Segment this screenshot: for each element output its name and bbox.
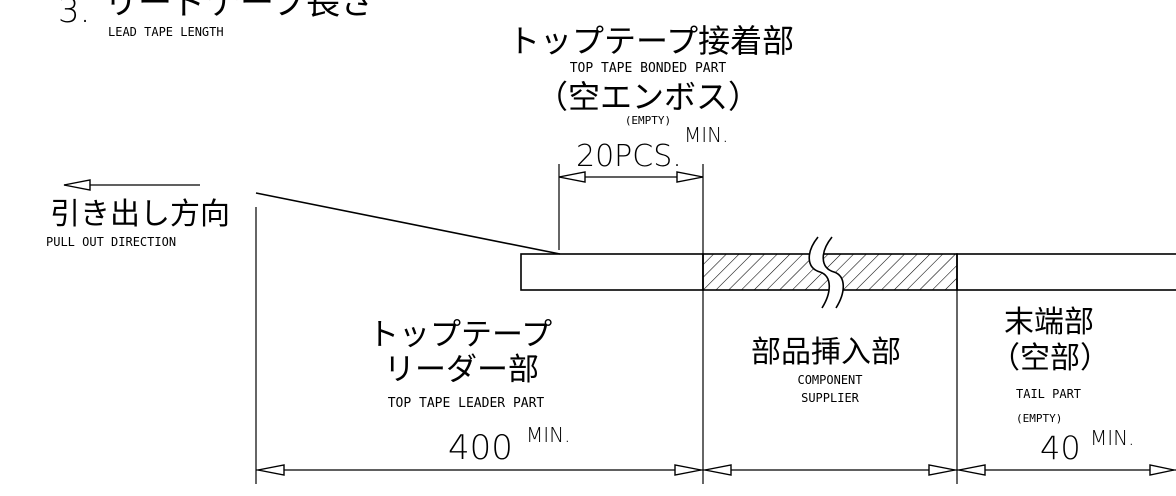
leader-dim-arrow-right: [674, 464, 702, 476]
leader-tape-line: [255, 192, 561, 255]
tail-value: 40: [1040, 429, 1081, 467]
leader-value: 400: [448, 428, 513, 468]
section-number: 3.: [58, 0, 90, 31]
tail-label-line1: 末端部: [1004, 305, 1094, 340]
pull-direction-label-en: PULL OUT DIRECTION: [46, 235, 176, 249]
component-label-en-line1: COMPONENT: [797, 373, 862, 387]
leader-dim-arrow-left: [257, 464, 285, 476]
bonded-title-en: TOP TAPE BONDED PART: [570, 61, 727, 76]
tail-dim-arrow-left: [958, 464, 986, 476]
tail-sub-en: (EMPTY): [1016, 412, 1062, 425]
tail-label-en: TAIL PART: [1016, 387, 1081, 401]
tape-tail-section: [956, 253, 1176, 291]
component-dim-arrow-right: [928, 464, 956, 476]
bonded-count: 20PCS.: [576, 139, 682, 174]
bonded-title: トップテープ接着部: [508, 22, 794, 60]
bonded-subtitle-en: (EMPTY): [625, 114, 671, 127]
leader-label-line1: トップテープ: [368, 317, 552, 353]
section-title-en: LEAD TAPE LENGTH: [108, 25, 224, 39]
component-label: 部品挿入部: [751, 335, 901, 370]
component-dim-arrow-left: [704, 464, 732, 476]
tape-break-gap: [809, 237, 844, 308]
leader-label-en: TOP TAPE LEADER PART: [388, 396, 545, 411]
component-label-en-line2: SUPPLIER: [801, 391, 860, 405]
bonded-arrow-right: [676, 171, 704, 183]
pull-direction-arrow: [63, 179, 91, 191]
bonded-subtitle: （空エンボス）: [536, 78, 760, 116]
leader-min: MIN.: [526, 423, 570, 447]
tail-dim-arrow-right: [1149, 464, 1175, 476]
pull-direction-label: 引き出し方向: [50, 197, 230, 232]
tape-leader-section: [520, 253, 704, 291]
bonded-arrow-left: [558, 171, 586, 183]
bonded-min: MIN.: [684, 123, 728, 147]
leader-label-line2: リーダー部: [384, 352, 539, 388]
tape-break-mark-left: [808, 236, 831, 309]
tail-min: MIN.: [1090, 426, 1134, 450]
tape-break-mark-right: [822, 236, 845, 309]
tail-label-line2: （空部）: [990, 341, 1110, 376]
section-title: リードテープ長さ: [104, 0, 374, 23]
